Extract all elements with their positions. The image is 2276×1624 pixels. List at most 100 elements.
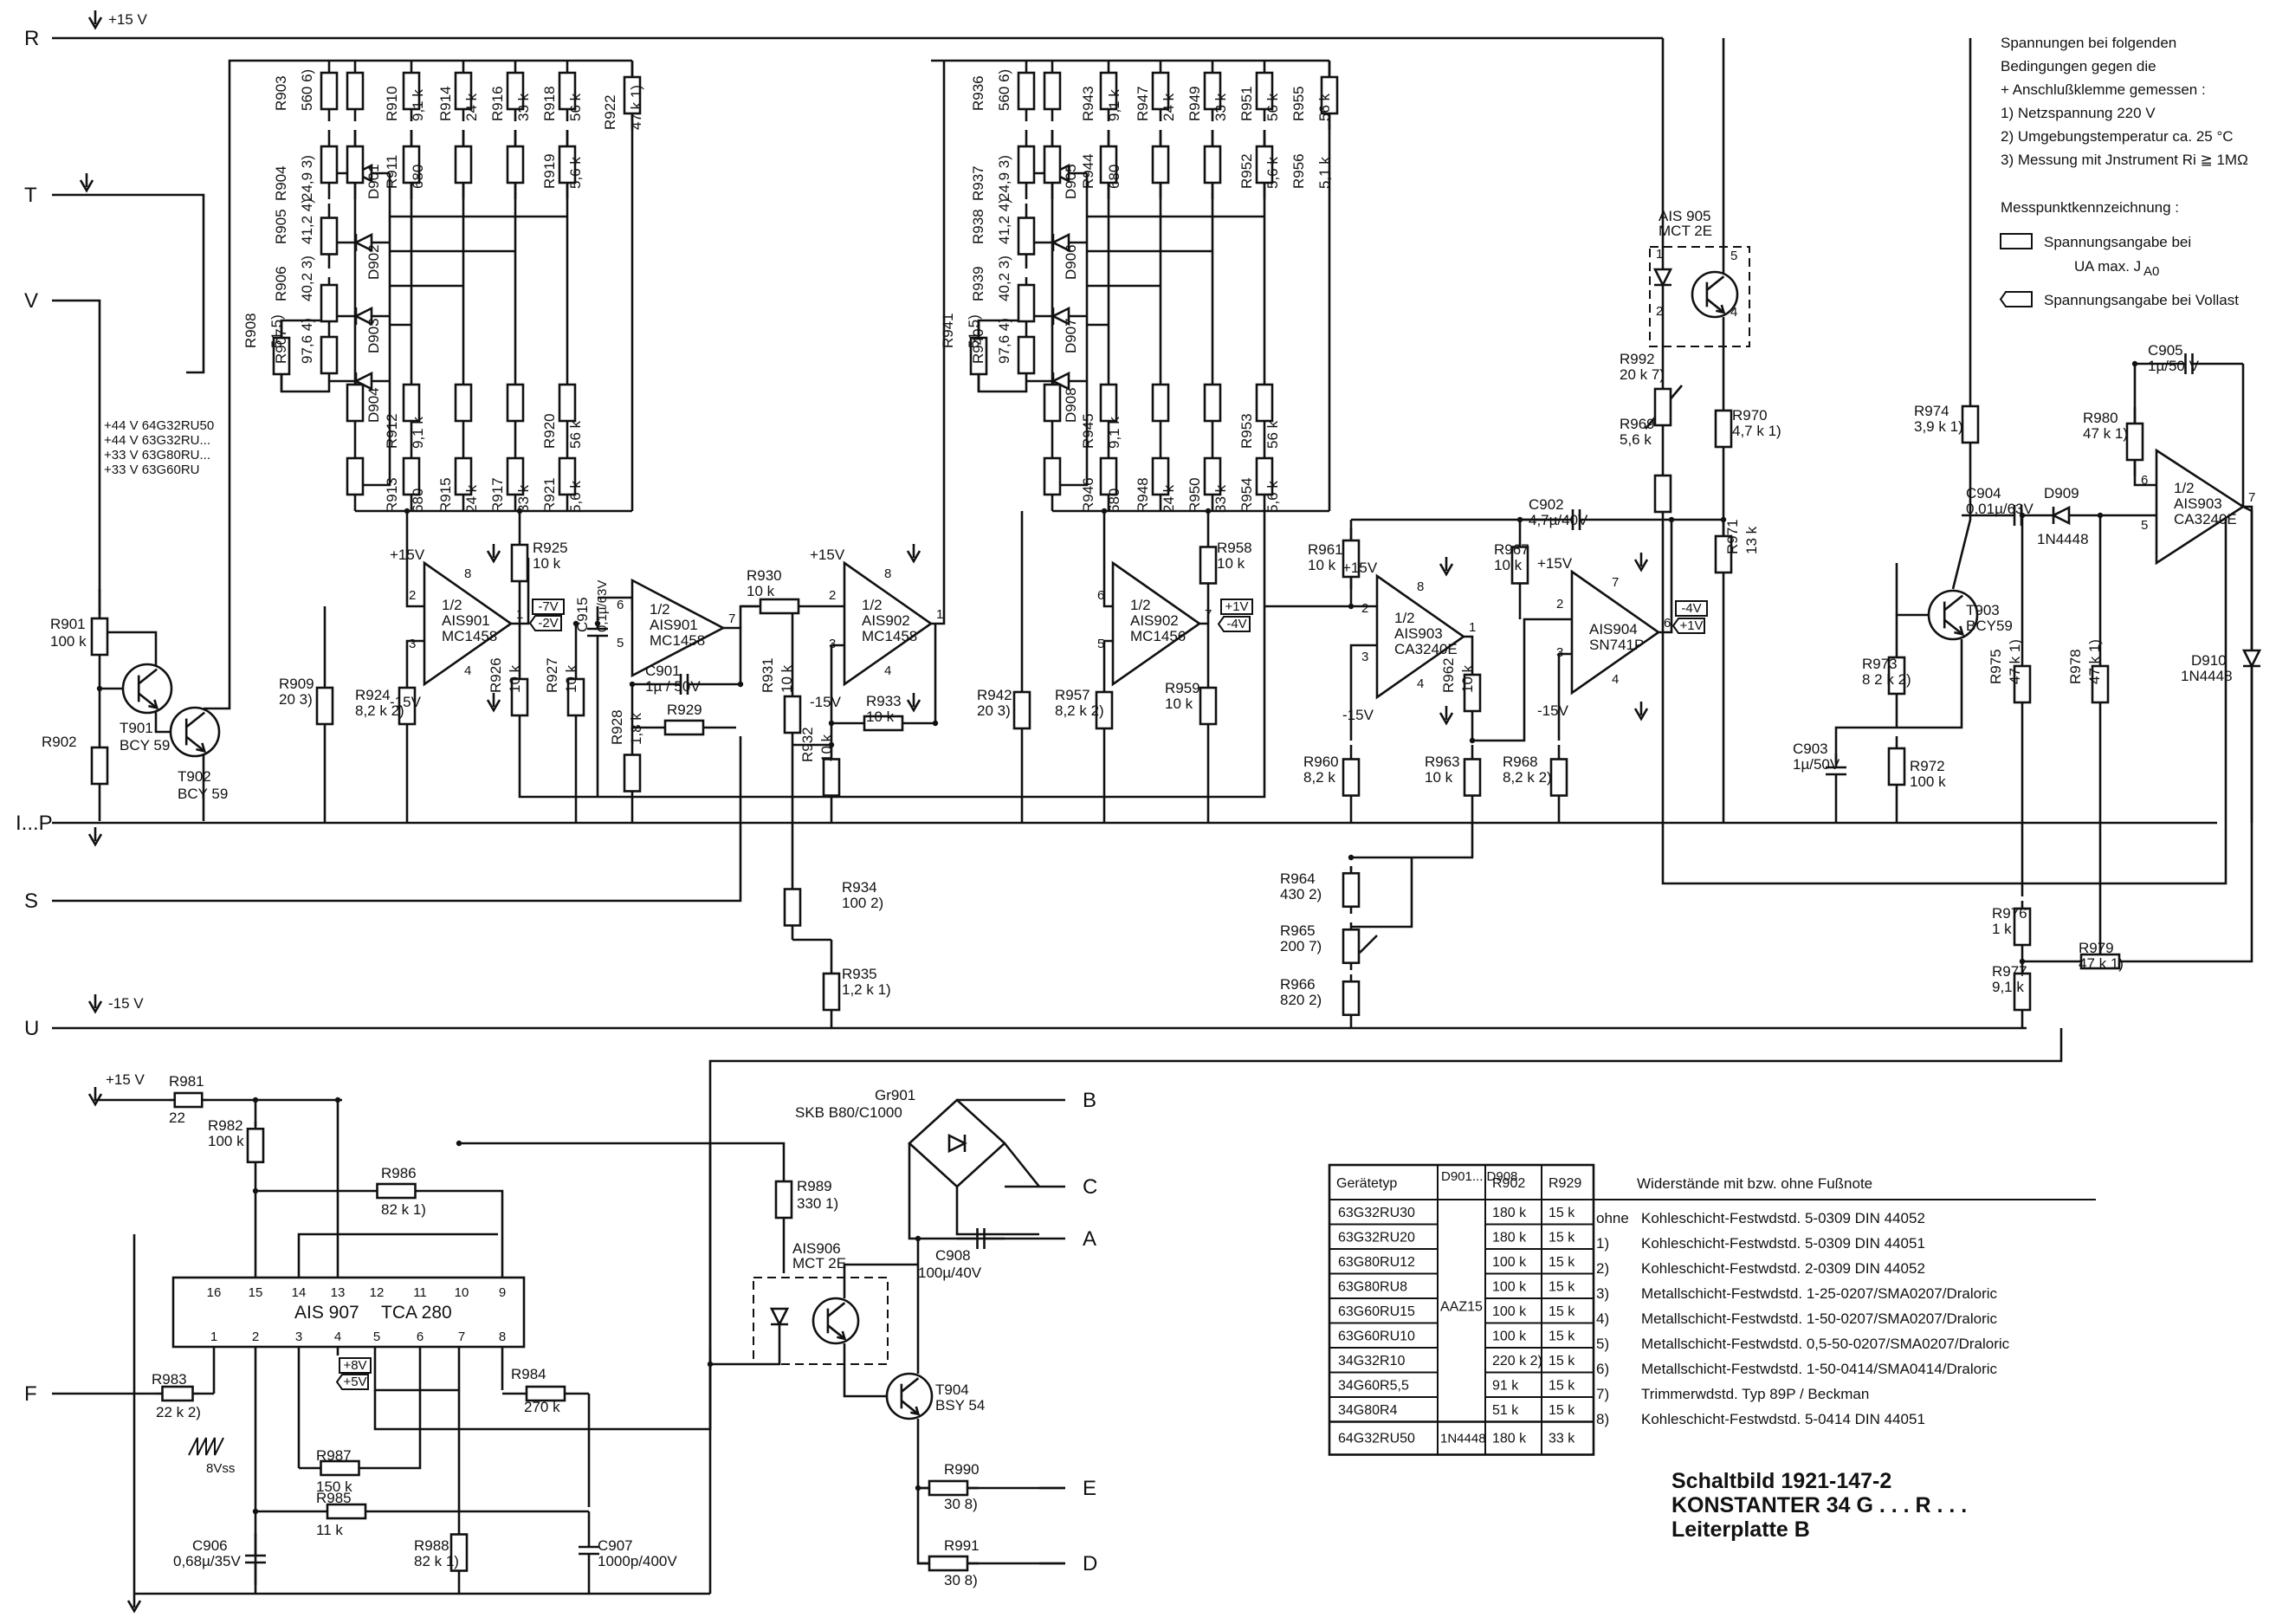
part-value: 51 5) [268,314,285,348]
wire [931,61,946,625]
part-value: 5,6 k [1264,157,1281,189]
footnote-key: 2) [1596,1260,1609,1277]
ramp-label: 8Vss [206,1461,235,1476]
footnote-text: Kohleschicht-Festwdstd. 2-0309 DIN 44052 [1641,1260,1925,1277]
part-name: R961 [1308,541,1343,558]
r987 [449,1524,469,1581]
r972 [1887,736,1906,797]
r902 [90,710,109,821]
table-cell: 220 k 2) [1492,1354,1542,1368]
opamp-name: AIS901 [650,617,698,633]
r958 [1199,533,1218,598]
table-cell: 180 k [1492,1231,1527,1245]
part-value: 9,1 k [1106,417,1122,449]
junction-dot [2097,512,2104,519]
wire [1003,1142,1041,1187]
part-value: 24 k [463,93,480,121]
r933 [831,715,935,732]
junction-dot [516,508,523,514]
junction-dot [1205,508,1212,514]
part-value: 47 k 1) [628,85,644,130]
junction-dot [334,1097,341,1103]
part-name: R915 [437,477,454,513]
wires [52,36,2253,1595]
part-name: D910 [2191,652,2227,669]
r986 [359,1182,433,1200]
d907 [1051,306,1070,327]
part-value: 13 k [1743,526,1760,554]
part-name: R916 [489,86,506,121]
part-name: R980 [2083,410,2118,426]
table-cell: 64G32RU50 [1338,1432,1415,1446]
wire [916,1488,1065,1565]
wire [1359,935,1378,954]
part-name: R930 [747,567,782,584]
bridge-diode-icon [947,1133,967,1154]
d906 [1051,232,1070,253]
rail-arrow-icon [79,173,94,193]
pin-number: 11 [413,1285,427,1300]
r960 [1342,745,1361,810]
r971 [1714,520,1733,589]
supply-arrow-icon [1439,557,1454,577]
um-col-0 [1043,61,1062,121]
part-name: R975 [1988,649,2004,684]
part-value: 10 k [1308,557,1336,573]
um-col-4 [1255,61,1274,121]
pin-number: 5 [617,636,624,650]
opamp-half: 1/2 [650,601,670,618]
part-name: R945 [1080,413,1096,449]
table-cell: 15 k [1549,1255,1575,1270]
part-name: R917 [489,477,506,513]
part-name: R960 [1303,754,1339,770]
part-value: 22 k 2) [156,1404,201,1420]
ul-col2-0 [346,130,365,199]
part-name: R941 [940,313,956,348]
ul-col-3 [506,61,525,121]
junction-dot [1469,737,1476,744]
part-value: 8,2 k 2) [1503,769,1552,786]
measure-flag [1675,600,1708,617]
d902 [353,232,373,253]
legend-line: 3) Messung mit Jnstrument Ri ≧ 1MΩ [2001,152,2248,168]
ul-col2-2 [454,130,473,199]
um-col4-1 [1099,442,1118,511]
part-name: R949 [1186,86,1203,121]
part-value: 10 k [1425,769,1453,786]
part-value: 56 k [1264,93,1281,121]
part-name: R958 [1217,540,1252,556]
r974 [1961,398,1980,450]
part-name: C902 [1529,496,1564,513]
footnote-title: Widerstände mit bzw. ohne Fußnote [1637,1175,1872,1192]
pin-number: 1 [210,1330,217,1344]
wire [1472,618,1572,742]
part-name: R988 [414,1537,449,1554]
supply-label: +15V [390,547,425,563]
r977 [2013,961,2032,1022]
part-value: 1 k [1992,921,2012,937]
part-name: R992 [1620,351,1655,367]
junction-dot [1348,854,1355,861]
r963 [1463,745,1482,810]
wire [297,1233,498,1278]
pin-number: 5 [373,1330,380,1344]
c907 [579,1524,599,1576]
junction-dot [252,1187,259,1194]
pin-number: 5 [1097,637,1104,651]
part-name: R962 [1440,657,1457,693]
wire [405,639,424,680]
pin-number: 2 [829,588,836,603]
flag-label: +5V [343,1375,366,1389]
table-cell: 1N4448 [1440,1432,1486,1446]
table-cell: 15 k [1549,1304,1575,1319]
r967 [1510,533,1529,598]
r981 [169,1091,208,1109]
opamp-3 [843,560,934,687]
part-type: BCY 59 [178,786,228,802]
ramp-waveform-icon [188,1437,224,1456]
r957 [1095,684,1114,736]
legend-line: Spannungsangabe bei [2044,234,2191,250]
footnote-key: 1) [1596,1235,1609,1252]
r909 [315,680,334,732]
junction-dot [96,685,103,692]
